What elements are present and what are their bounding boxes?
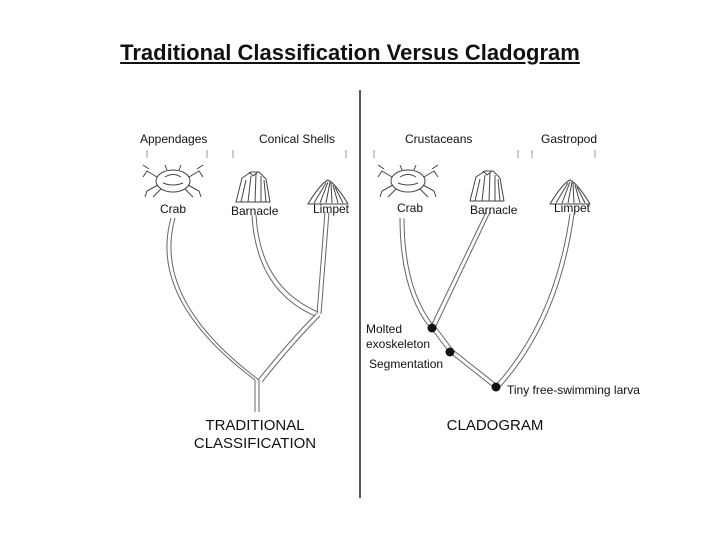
trait-label-molted-exoskeleton: Molted exoskeleton <box>366 322 431 351</box>
trad-branch-crab <box>166 217 256 381</box>
traditional-tree <box>166 211 330 412</box>
trait-label-larva: Tiny free-swimming larva <box>507 383 640 397</box>
trad-branch-limpet <box>316 211 326 315</box>
limpet-drawing-left <box>307 179 349 205</box>
barnacle-drawing-right <box>469 170 505 202</box>
organism-label-barnacle-cladogram: Barnacle <box>470 203 518 217</box>
trait-dot-molted <box>427 323 437 333</box>
caption-traditional: TRADITIONAL CLASSIFICATION <box>193 417 317 452</box>
limpet-drawing-right <box>549 179 591 205</box>
trait-label-segmentation: Segmentation <box>369 357 444 371</box>
group-label-conical-shells: Conical Shells <box>259 132 336 146</box>
trait-dot-segmentation <box>445 347 455 357</box>
clado-segment-2 <box>448 351 493 387</box>
organism-label-limpet-traditional: Limpet <box>313 202 350 216</box>
group-ticks <box>146 150 596 158</box>
organism-label-barnacle-traditional: Barnacle <box>231 204 279 218</box>
trad-branch-conical <box>257 313 317 381</box>
crab-drawing-right <box>377 164 439 198</box>
clado-branch-barnacle <box>430 211 487 327</box>
trad-trunk <box>254 380 260 412</box>
clado-branch-crab <box>399 217 431 329</box>
clado-branch-limpet <box>494 213 571 387</box>
trait-dot-larva <box>491 382 501 392</box>
organism-label-crab-cladogram: Crab <box>397 201 424 215</box>
group-label-gastropod: Gastropod <box>541 132 598 146</box>
organism-label-crab-traditional: Crab <box>160 202 187 216</box>
caption-cladogram: CLADOGRAM <box>446 417 544 434</box>
trad-branch-barnacle <box>251 214 316 317</box>
crab-drawing-left <box>142 164 204 198</box>
group-label-crustaceans: Crustaceans <box>405 132 473 146</box>
diagram-title: Traditional Classification Versus Cladog… <box>120 40 580 65</box>
barnacle-drawing-left <box>235 171 271 203</box>
organism-label-limpet-cladogram: Limpet <box>554 201 591 215</box>
group-label-appendages: Appendages <box>140 132 208 146</box>
cladogram-tree <box>399 211 575 389</box>
